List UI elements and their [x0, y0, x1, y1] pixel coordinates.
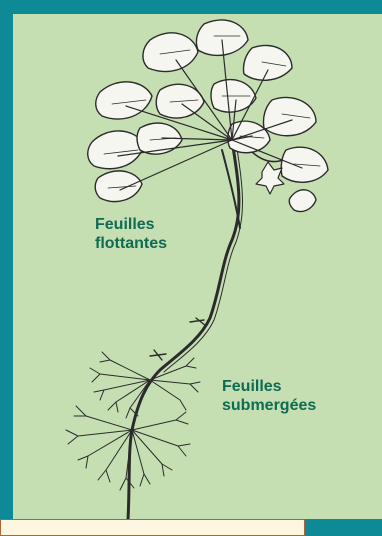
bottom-caption-strip — [0, 519, 305, 536]
flower-icon — [256, 162, 284, 194]
submerged-leaves-label: Feuilles submergées — [222, 377, 316, 415]
floating-label-line-2: flottantes — [95, 234, 167, 253]
main-stem — [128, 140, 239, 520]
floating-label-line-1: Feuilles — [95, 215, 167, 234]
submerged-label-line-1: Feuilles — [222, 377, 316, 396]
floating-leaves-label: Feuilles flottantes — [95, 215, 167, 253]
stem-node-2 — [150, 350, 166, 360]
stem-node-1 — [190, 318, 206, 326]
stem-shadow — [164, 142, 243, 372]
submerged-label-line-2: submergées — [222, 396, 316, 415]
